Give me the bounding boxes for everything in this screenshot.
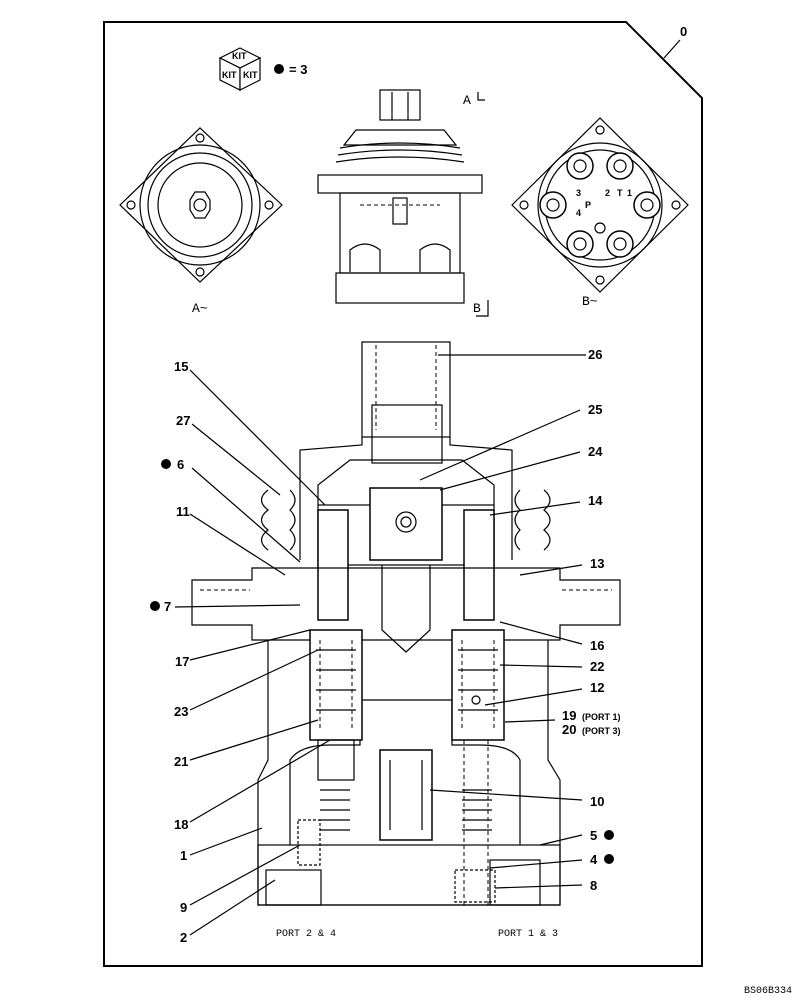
callout-4: 4 [590,852,598,867]
kit-dot-icon-7 [150,601,160,611]
port-mark-3: 3 [576,188,581,198]
kit-dot-icon-5 [604,830,614,840]
kit-dot-icon-6 [161,459,171,469]
view-a-label: A~ [192,301,208,316]
callout-26: 26 [588,347,602,362]
callout-13: 13 [590,556,604,571]
port-mark-t: T [617,188,623,198]
section-arrow-b: B [473,300,489,317]
section-a-letter: A [463,93,471,108]
callout-22: 22 [590,659,604,674]
callout-1: 1 [180,848,187,863]
kit-count: = 3 [289,62,307,77]
callout-18: 18 [174,817,188,832]
callout-2: 2 [180,930,187,945]
kit-label-left: KIT [222,70,237,80]
callout-14: 14 [588,493,603,508]
port-mark-2: 2 [605,188,610,198]
drawing-reference: BS06B334 [744,986,792,997]
callout-12: 12 [590,680,604,695]
section-b-letter: B [473,301,481,316]
callout-17: 17 [175,654,189,669]
kit-dot-icon-4 [604,854,614,864]
callout-7: 7 [164,599,171,614]
callout-16: 16 [590,638,604,653]
port-label-right: PORT 1 & 3 [498,929,558,940]
callout-25: 25 [588,402,602,417]
callout-11: 11 [176,504,190,519]
kit-label-right: KIT [243,70,258,80]
side-view-valve [317,89,483,304]
callout-0: 0 [680,24,687,39]
callout-6: 6 [177,457,184,472]
callout-15: 15 [174,359,188,374]
callout-19: 19 [562,708,576,723]
leader-0 [663,39,681,59]
port-label-left: PORT 2 & 4 [276,929,336,940]
callout-27: 27 [176,413,190,428]
kit-label-top: KIT [232,51,247,61]
view-b-port-face: 2 T 1 3 P 4 [511,117,689,293]
callout-10: 10 [590,794,604,809]
kit-dot-icon [274,64,284,74]
port-mark-p: P [585,200,591,210]
main-section-view [191,341,621,906]
leader-lines [174,354,586,936]
section-arrow-a: A [463,92,485,108]
callout-8: 8 [590,878,597,893]
kit-cube-icon: KIT KIT KIT [218,47,262,91]
port-mark-1: 1 [627,188,632,198]
callout-20: 20 [562,722,576,737]
drawing-frame [103,21,703,967]
view-b-label: B~ [582,294,598,309]
callout-20-note: (PORT 3) [582,726,621,736]
callout-24: 24 [588,444,603,459]
callout-9: 9 [180,900,187,915]
callout-5: 5 [590,828,597,843]
callout-23: 23 [174,704,188,719]
port-mark-4: 4 [576,208,581,218]
callouts: 26 15 25 27 24 6 14 11 13 7 16 17 22 12 … [150,347,621,945]
callout-19-note: (PORT 1) [582,712,621,722]
callout-21: 21 [174,754,188,769]
view-a-flange [119,127,283,283]
